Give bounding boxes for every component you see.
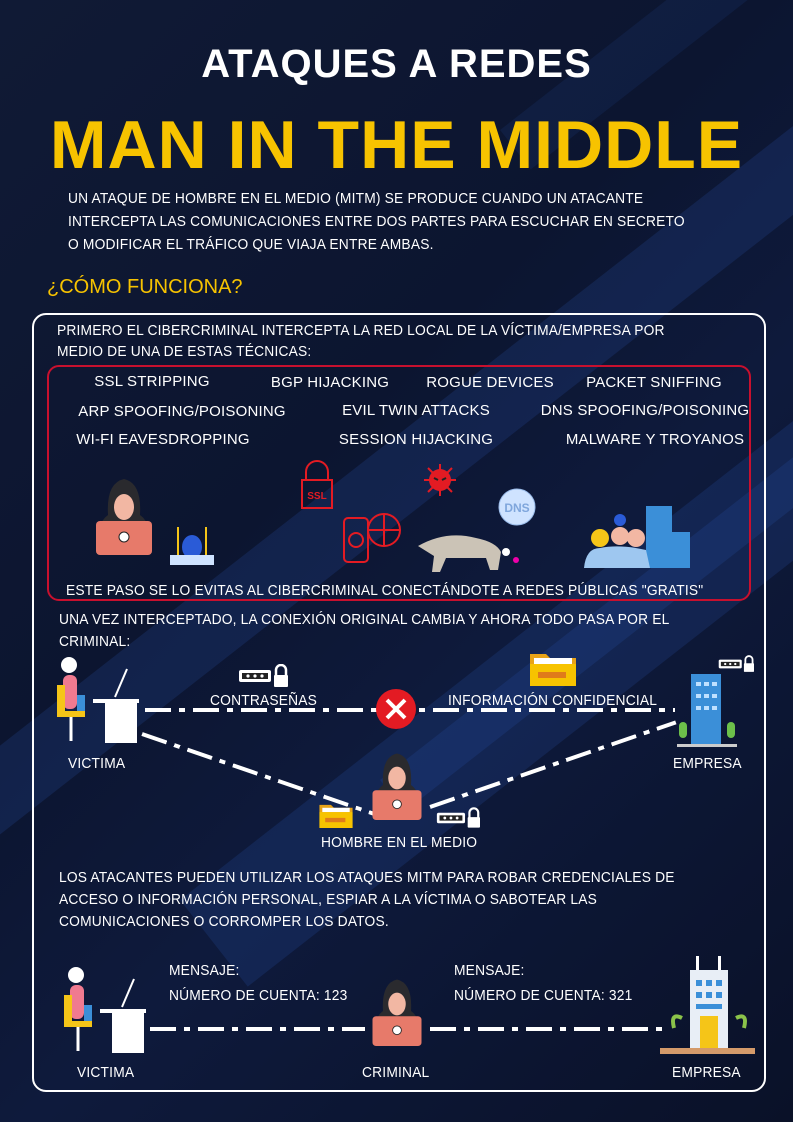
password-lock-icon: [238, 664, 288, 688]
step2-text: CRIMINAL:: [59, 633, 131, 650]
step1-note: ESTE PASO SE LO EVITAS AL CIBERCRIMINAL …: [66, 582, 704, 599]
message-value: NÚMERO DE CUENTA: 123: [169, 987, 348, 1004]
step1-text: MEDIO DE UNA DE ESTAS TÉCNICAS:: [57, 343, 312, 360]
stolen-password-icon: [436, 807, 480, 829]
intro-line: O MODIFICAR EL TRÁFICO QUE VIAJA ENTRE A…: [68, 236, 434, 253]
dns-label: DNS: [504, 501, 529, 515]
mitm-hacker-icon: [372, 753, 422, 821]
company-building-icon: [677, 674, 737, 747]
people-company-icon: [584, 506, 690, 568]
content-panel: [32, 313, 766, 1092]
technique: ARP SPOOFING/POISONING: [78, 403, 286, 420]
intro-line: UN ATAQUE DE HOMBRE EN EL MEDIO (MITM) S…: [68, 190, 644, 207]
step3-text: COMUNICACIONES O CORROMPER LOS DATOS.: [59, 913, 389, 930]
dns-globe-icon: DNS: [498, 488, 536, 526]
message-value: NÚMERO DE CUENTA: 321: [454, 987, 633, 1004]
blocked-x-icon: [376, 689, 416, 729]
victim-label: VICTIMA: [68, 755, 126, 772]
passwords-label: CONTRASEÑAS: [210, 692, 318, 709]
technique: ROGUE DEVICES: [426, 374, 554, 391]
router-icon: [170, 527, 214, 565]
technique: BGP HIJACKING: [270, 374, 390, 391]
confidential-folder-icon: [530, 654, 576, 686]
hacker-icon: [95, 478, 153, 556]
message-label: MENSAJE:: [169, 962, 240, 979]
confidential-label: INFORMACIÓN CONFIDENCIAL: [448, 692, 658, 709]
criminal-company-line: [430, 1027, 670, 1031]
step3-text: ACCESO O INFORMACIÓN PERSONAL, ESPIAR A …: [59, 891, 598, 908]
victim-label: VICTIMA: [77, 1064, 135, 1081]
malware-virus-icon: [424, 464, 456, 496]
criminal-hacker-icon: [371, 978, 423, 1047]
victim-criminal-line: [150, 1027, 365, 1031]
company-building-icon: [660, 956, 755, 1054]
techniques-box: [47, 365, 751, 601]
message-label: MENSAJE:: [454, 962, 525, 979]
ssl-lock-icon: SSL: [301, 460, 333, 509]
victim-desk-icon: [55, 655, 141, 745]
victim-desk-icon: [62, 965, 148, 1055]
step2-text: UNA VEZ INTERCEPTADO, LA CONEXIÓN ORIGIN…: [59, 611, 670, 628]
intro-line: INTERCEPTA LAS COMUNICACIONES ENTRE DOS …: [68, 213, 685, 230]
company-label: EMPRESA: [672, 1064, 741, 1081]
technique: SSL STRIPPING: [94, 373, 210, 390]
sniffing-dog-icon: [418, 535, 519, 572]
subtitle: ATAQUES A REDES: [201, 42, 592, 86]
section-title: ¿CÓMO FUNCIONA?: [47, 276, 243, 298]
technique: PACKET SNIFFING: [586, 374, 722, 391]
ssl-label: SSL: [307, 491, 326, 502]
technique: MALWARE Y TROYANOS: [565, 431, 745, 448]
company-label: EMPRESA: [673, 755, 742, 772]
technique: DNS SPOOFING/POISONING: [540, 402, 750, 419]
criminal-label: CRIMINAL: [362, 1064, 430, 1081]
step1-text: PRIMERO EL CIBERCRIMINAL INTERCEPTA LA R…: [57, 322, 665, 339]
stolen-folder-icon: [319, 804, 353, 828]
technique: SESSION HIJACKING: [338, 431, 494, 448]
technique: WI-FI EAVESDROPPING: [76, 431, 250, 448]
step3-text: LOS ATACANTES PUEDEN UTILIZAR LOS ATAQUE…: [59, 869, 675, 886]
page-title: MAN IN THE MIDDLE: [49, 107, 744, 183]
technique: EVIL TWIN ATTACKS: [342, 402, 490, 419]
phone-wifi-icon: [343, 513, 401, 563]
mitm-label: HOMBRE EN EL MEDIO: [321, 834, 478, 851]
